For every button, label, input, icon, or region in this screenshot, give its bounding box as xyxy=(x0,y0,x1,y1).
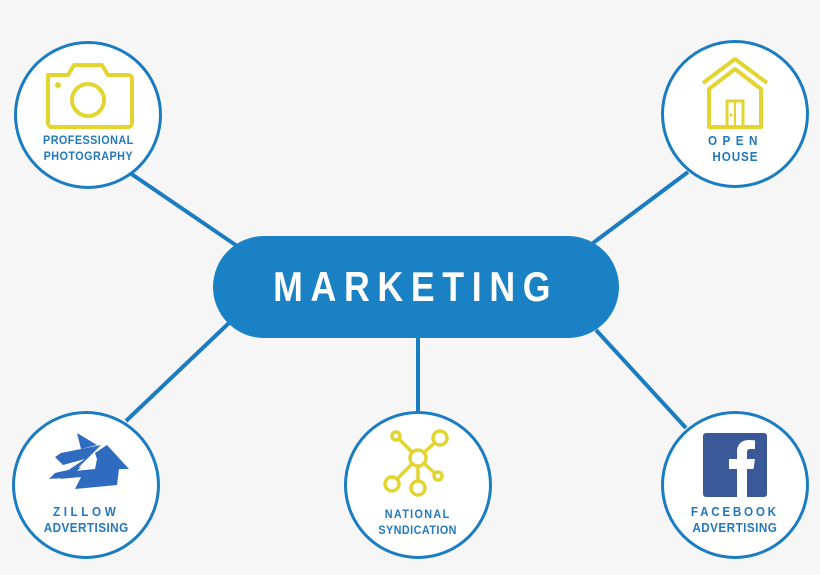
node-professional-photography: PROFESSIONAL PHOTOGRAPHY xyxy=(14,41,162,189)
node-label: ZILLOW ADVERTISING xyxy=(43,504,129,535)
hub-title: MARKETING xyxy=(273,263,559,310)
camera-icon xyxy=(42,58,134,130)
marketing-hub: MARKETING xyxy=(213,236,619,338)
node-open-house: OPEN HOUSE xyxy=(661,40,809,188)
facebook-logo-icon xyxy=(703,432,767,498)
node-zillow-advertising: ZILLOW ADVERTISING xyxy=(12,411,160,559)
node-label: NATIONAL SYNDICATION xyxy=(378,507,458,537)
zillow-logo-icon xyxy=(41,428,131,500)
house-icon xyxy=(701,57,769,129)
node-facebook-advertising: FACEBOOK ADVERTISING xyxy=(661,411,809,559)
node-national-syndication: NATIONAL SYNDICATION xyxy=(344,411,492,559)
network-icon xyxy=(382,428,454,500)
node-label: FACEBOOK ADVERTISING xyxy=(691,504,779,535)
node-label: PROFESSIONAL PHOTOGRAPHY xyxy=(42,133,134,163)
node-label: OPEN HOUSE xyxy=(707,133,763,164)
